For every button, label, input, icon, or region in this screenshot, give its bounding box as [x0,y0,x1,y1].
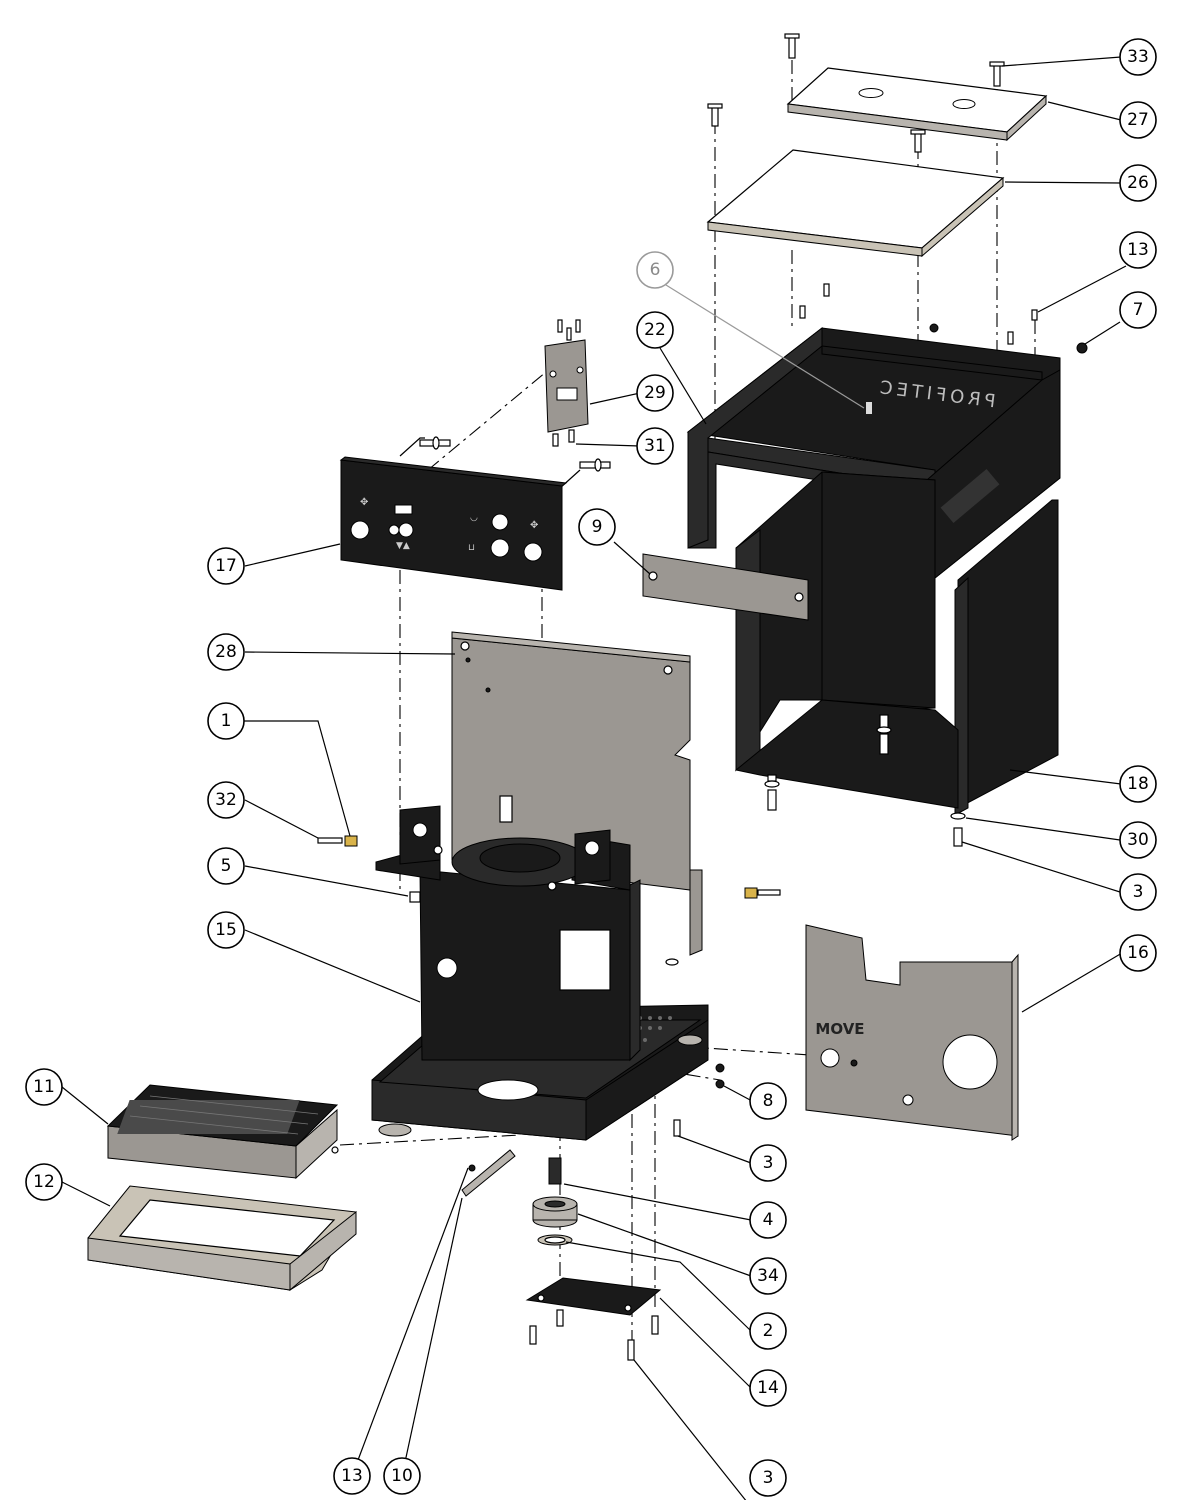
callout-13-top: 13 [1119,231,1157,269]
callout-2: 2 [749,1312,787,1350]
leader-lines [61,56,1127,1500]
svg-text:14: 14 [757,1378,779,1398]
callout-3-middle: 3 [749,1144,787,1182]
callout-28: 28 [207,633,245,671]
front-panel-17: ✥ ✥ ◡ ⊔ ▼▲ [339,456,568,591]
upper-frame-22: PROFITEC [686,326,1061,580]
callout-12: 12 [25,1163,63,1201]
nuts-8 [715,1063,725,1089]
callout-34: 34 [749,1257,787,1295]
callout-22: 22 [636,311,674,349]
svg-text:8: 8 [763,1091,774,1111]
svg-text:16: 16 [1127,943,1149,963]
washer-2 [537,1234,573,1246]
svg-text:26: 26 [1127,173,1149,193]
side-plate-16: MOVE [805,924,1019,1141]
screw-32 [317,837,343,844]
callout-33: 33 [1119,38,1157,76]
callout-15: 15 [207,911,245,949]
svg-text:2: 2 [763,1321,774,1341]
callout-1: 1 [207,702,245,740]
display-bracket-29 [544,319,589,447]
top-screws [707,33,1088,354]
plate-text: MOVE [815,1020,864,1038]
svg-text:33: 33 [1127,47,1149,67]
svg-text:15: 15 [215,920,237,940]
svg-text:22: 22 [644,320,666,340]
svg-text:10: 10 [391,1466,413,1486]
svg-text:✥: ✥ [530,520,538,531]
spacer-4 [548,1157,562,1185]
bracket-9 [642,553,809,621]
callout-14: 14 [749,1369,787,1407]
callout-16: 16 [1119,934,1157,972]
svg-text:⊔: ⊔ [468,543,475,553]
svg-text:✥: ✥ [360,497,368,508]
svg-text:6: 6 [650,260,661,280]
callout-26: 26 [1119,164,1157,202]
callout-8: 8 [749,1082,787,1120]
callout-3-upper: 3 [1119,873,1157,911]
back-plate-28 [451,631,703,966]
top-cup-plate-27 [786,67,1048,142]
callout-7: 7 [1119,291,1157,329]
callout-9: 9 [578,508,616,546]
callout-32: 32 [207,781,245,819]
callout-3-bottom: 3 [749,1459,787,1497]
svg-text:7: 7 [1133,300,1144,320]
callout-13-bottom: 13 [333,1457,371,1495]
svg-text:13: 13 [1127,240,1149,260]
chassis-15 [371,805,709,1141]
callout-17: 17 [207,547,245,585]
svg-text:30: 30 [1127,830,1149,850]
svg-text:27: 27 [1127,110,1149,130]
callout-30: 30 [1119,821,1157,859]
callout-10: 10 [383,1457,421,1495]
washer-30 [950,812,966,820]
foot-34 [532,1196,578,1228]
screw-5 [409,891,421,903]
svg-text:11: 11 [33,1077,55,1097]
callout-31: 31 [636,427,674,465]
drip-frame-12 [87,1185,357,1292]
callout-18: 18 [1119,765,1157,803]
adjuster-1 [344,835,358,847]
svg-text:1: 1 [221,711,232,731]
strip-10 [461,1149,516,1197]
svg-text:◡: ◡ [470,513,478,523]
svg-text:18: 18 [1127,774,1149,794]
callout-6: 6 [636,251,674,289]
svg-text:3: 3 [763,1153,774,1173]
svg-text:3: 3 [1133,882,1144,902]
svg-text:31: 31 [644,436,666,456]
svg-text:28: 28 [215,642,237,662]
svg-text:12: 12 [33,1172,55,1192]
svg-text:3: 3 [763,1468,774,1488]
svg-text:29: 29 [644,383,666,403]
svg-text:▼▲: ▼▲ [396,541,410,551]
top-panel-26 [706,149,1005,258]
svg-text:13: 13 [341,1466,363,1486]
drip-tray-11 [106,1084,339,1180]
callout-4: 4 [749,1201,787,1239]
svg-text:32: 32 [215,790,237,810]
callout-11: 11 [25,1068,63,1106]
svg-text:9: 9 [592,517,603,537]
bottom-plate-14 [525,1119,681,1361]
side-housing-18 [734,471,1059,816]
screws-31 [399,436,611,489]
svg-text:34: 34 [757,1266,779,1286]
callout-5: 5 [207,847,245,885]
callout-27: 27 [1119,101,1157,139]
svg-text:17: 17 [215,556,237,576]
svg-text:5: 5 [221,856,232,876]
svg-text:4: 4 [763,1210,774,1230]
right-adjuster [744,887,781,899]
callout-29: 29 [636,374,674,412]
screw-3-upper [953,827,963,847]
